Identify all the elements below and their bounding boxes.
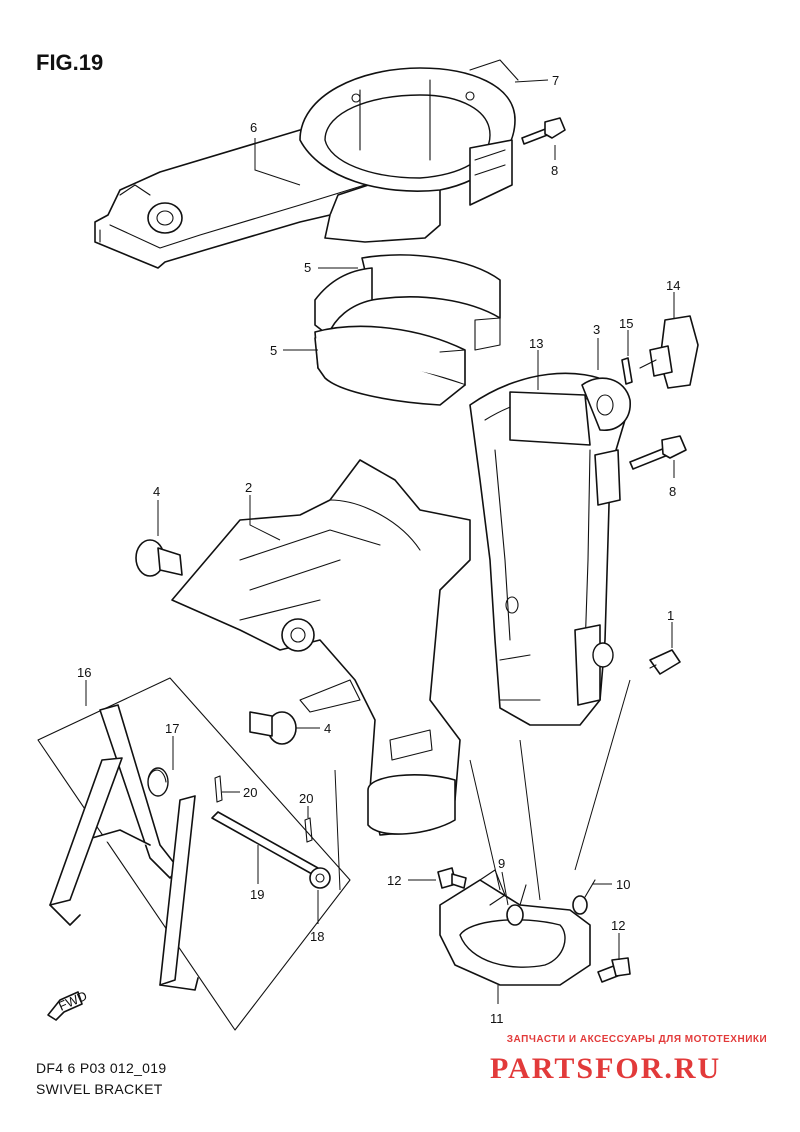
spring-part-10 xyxy=(572,879,596,915)
forward-direction-arrow: FWD xyxy=(47,988,89,1021)
grease-nipple-part-1 xyxy=(649,649,681,675)
callout-15: 15 xyxy=(619,316,633,331)
figure-name: SWIVEL BRACKET xyxy=(36,1081,163,1097)
knob-part-4-upper xyxy=(135,539,183,577)
bushing-upper-part-5 xyxy=(314,254,501,351)
lower-bracket-part-11 xyxy=(439,869,591,986)
figure-code: DF4 6 P03 012_019 xyxy=(36,1060,167,1076)
bolt-part-12-right xyxy=(597,957,631,983)
callout-10: 10 xyxy=(616,877,630,892)
callout-11: 11 xyxy=(490,1011,504,1026)
callout-2: 2 xyxy=(245,480,252,495)
callout-19: 19 xyxy=(250,887,264,902)
callout-4-lower: 4 xyxy=(324,721,331,736)
figure-title: FIG.19 xyxy=(36,50,104,75)
callout-14: 14 xyxy=(666,278,680,293)
tilt-lever-group-part-16 xyxy=(37,677,351,1031)
callout-8-upper: 8 xyxy=(551,163,558,178)
callout-18: 18 xyxy=(310,929,324,944)
callout-12-right: 12 xyxy=(611,918,625,933)
lock-block-part-14 xyxy=(639,315,699,389)
clip-part-20-right xyxy=(304,817,313,843)
swivel-case-part-3 xyxy=(469,372,631,726)
callout-8-right: 8 xyxy=(669,484,676,499)
watermark-logo: PARTSFOR.RU xyxy=(490,1052,721,1085)
bolt-part-12-left xyxy=(437,867,467,889)
bolt-part-8-upper xyxy=(521,117,566,145)
knob-part-4-lower xyxy=(249,711,297,745)
watermark-tagline: ЗАПЧАСТИ И АКСЕССУАРЫ ДЛЯ МОТОТЕХНИКИ xyxy=(506,1034,768,1045)
pin-part-15 xyxy=(621,357,633,385)
washer-part-18 xyxy=(309,867,331,889)
bushing-lower-part-5 xyxy=(314,325,466,406)
callout-20-right: 20 xyxy=(299,791,313,806)
callout-20-left: 20 xyxy=(243,785,257,800)
clamp-bracket-part-2 xyxy=(171,459,471,836)
clamp-ring-part-7 xyxy=(299,59,519,206)
callout-1: 1 xyxy=(667,608,674,623)
callout-7: 7 xyxy=(552,73,559,88)
callout-12-left: 12 xyxy=(387,873,401,888)
bolt-part-8-right xyxy=(629,435,687,470)
callout-4-upper: 4 xyxy=(153,484,160,499)
callout-16: 16 xyxy=(77,665,91,680)
callout-13: 13 xyxy=(529,336,543,351)
callout-5-lower: 5 xyxy=(270,343,277,358)
callout-17: 17 xyxy=(165,721,179,736)
spring-part-9 xyxy=(506,884,527,926)
callout-6: 6 xyxy=(250,120,257,135)
clip-part-20-left xyxy=(214,775,223,803)
callout-3: 3 xyxy=(593,322,600,337)
fwd-label: FWD xyxy=(56,988,89,1014)
callout-9: 9 xyxy=(498,856,505,871)
pin-part-19 xyxy=(211,811,319,875)
callout-5-upper: 5 xyxy=(304,260,311,275)
